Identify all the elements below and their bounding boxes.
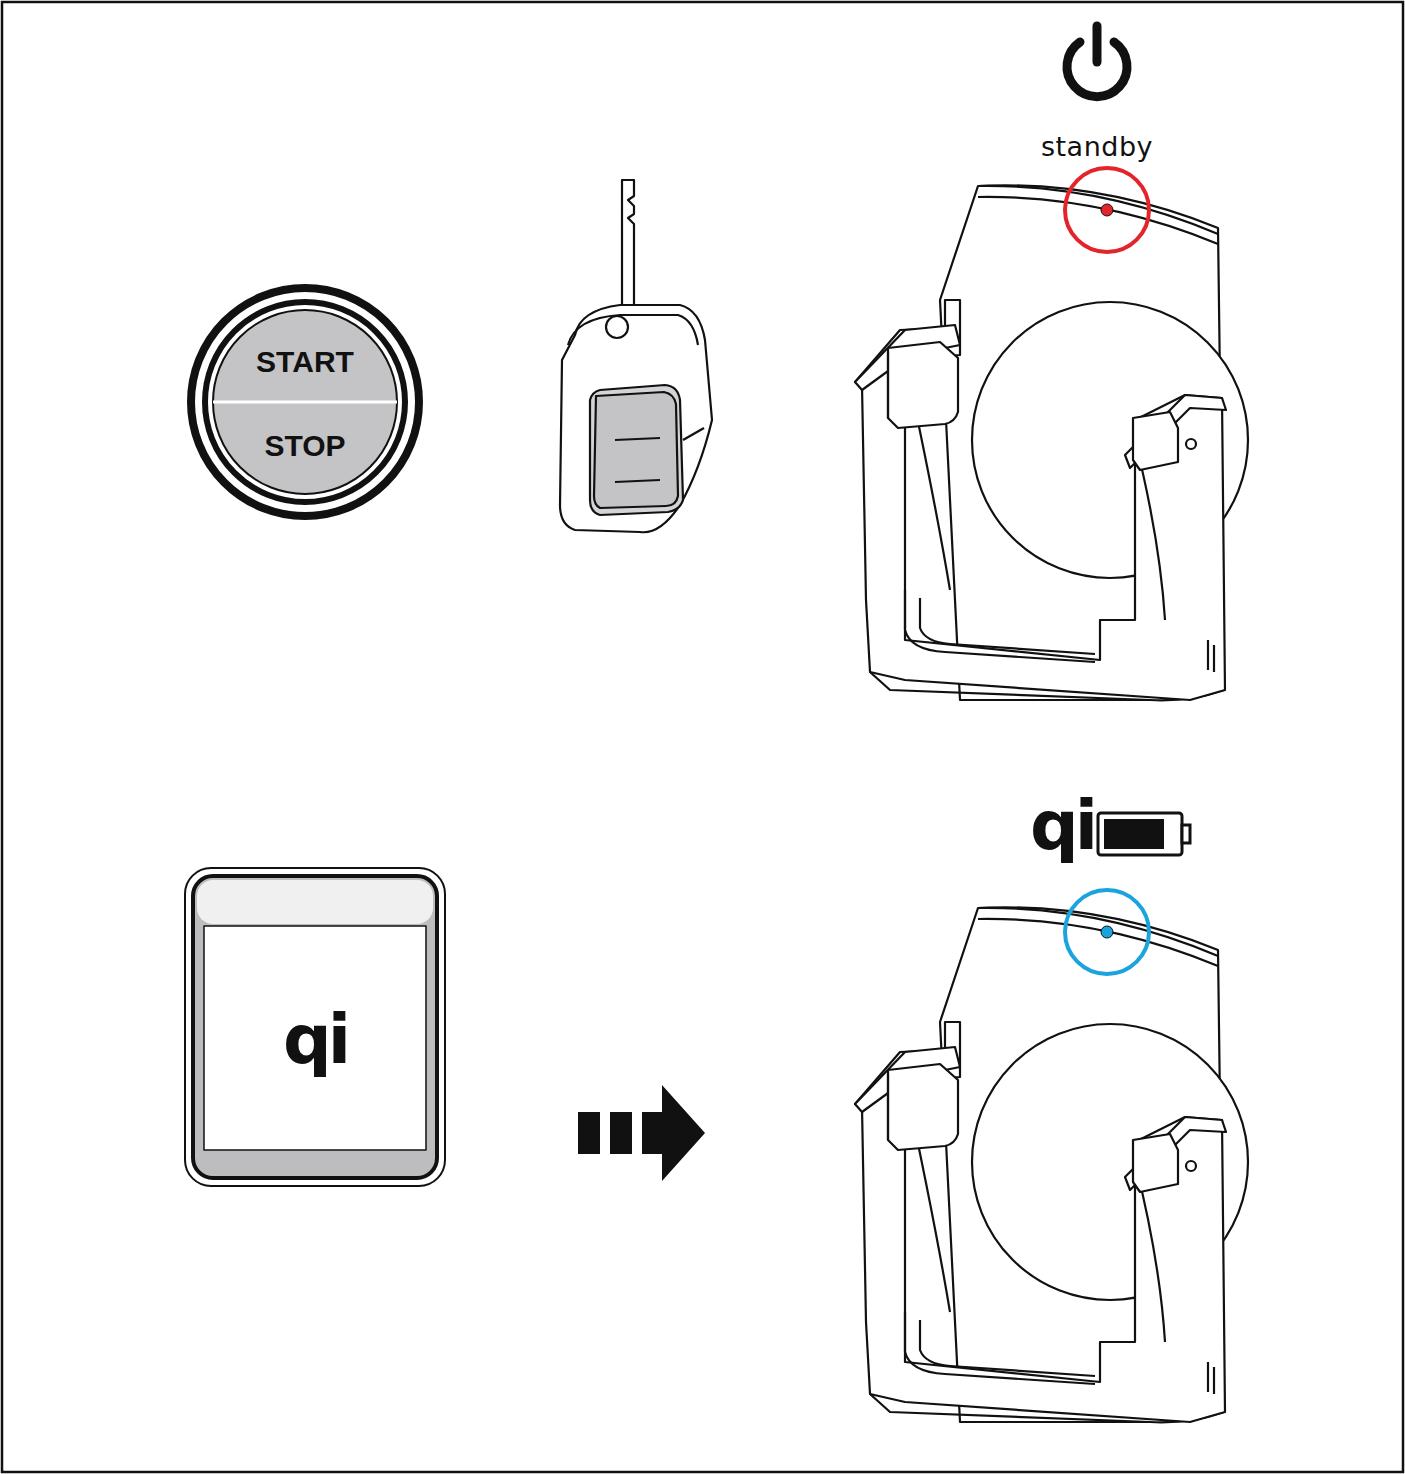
start-stop-button: START STOP <box>213 310 397 494</box>
qi-logo: qi <box>1030 792 1094 860</box>
button-label: STOP <box>264 429 345 463</box>
status-label: standby <box>1041 133 1153 160</box>
qi-logo: qi <box>283 1006 347 1074</box>
button-label: START <box>256 345 354 379</box>
